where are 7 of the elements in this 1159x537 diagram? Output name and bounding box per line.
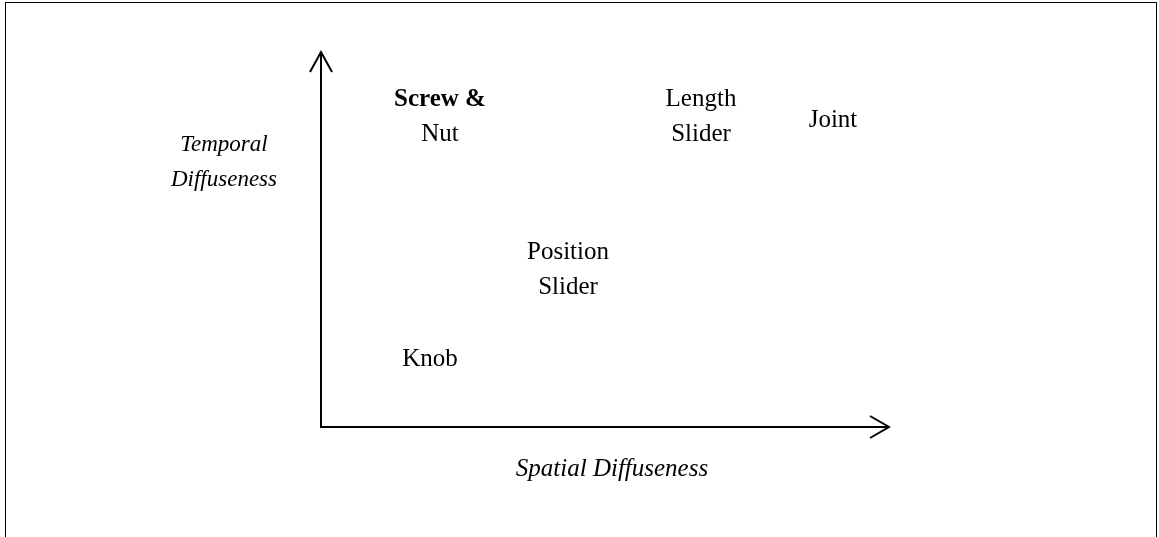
item-label: Length Slider [664,83,738,148]
item-label: Joint [807,104,859,134]
item-label: Position Slider [526,236,610,301]
item-label: Screw & Nut [393,83,487,148]
axis-title: Temporal Diffuseness [169,130,279,193]
axis-title: Spatial Diffuseness [514,453,710,483]
item-label: Knob [401,343,459,373]
